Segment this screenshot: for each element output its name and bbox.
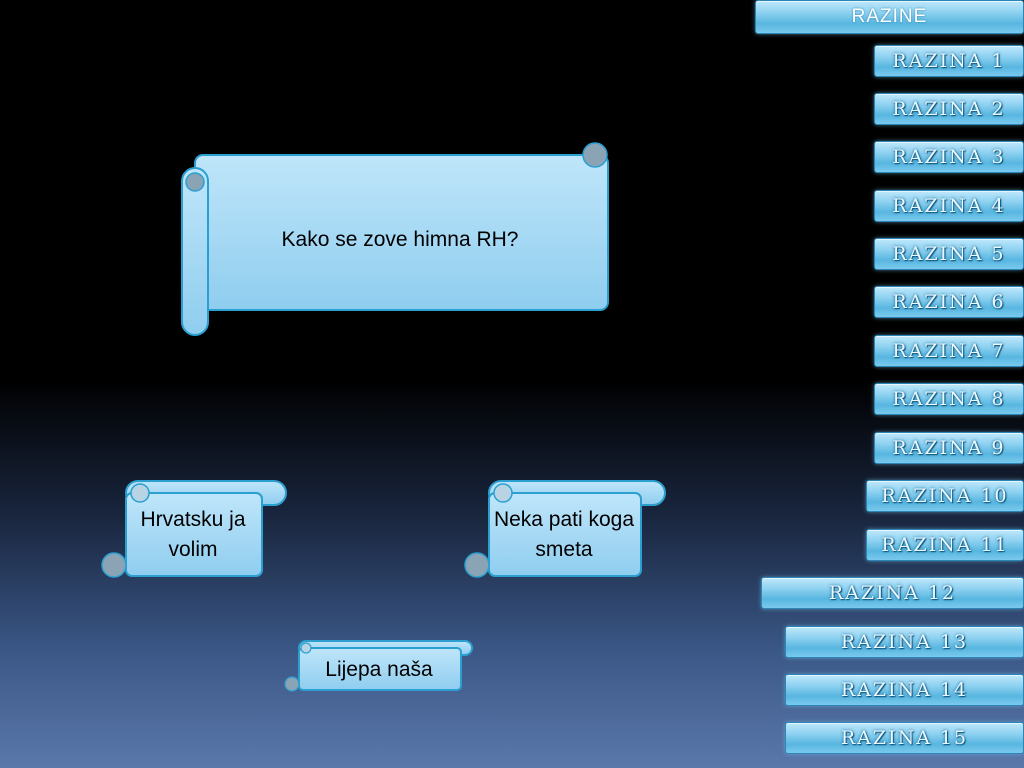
question-text: Kako se zove himna RH? <box>281 228 519 251</box>
level-13-button[interactable]: RAZINA 13 <box>785 626 1024 658</box>
level-6-button[interactable]: RAZINA 6 <box>874 286 1024 318</box>
answer-b-button[interactable]: Neka pati koga smeta <box>493 508 635 561</box>
level-7-button[interactable]: RAZINA 7 <box>874 335 1024 367</box>
levels-header: RAZINE <box>755 0 1024 34</box>
level-10-button[interactable]: RAZINA 10 <box>866 480 1024 512</box>
answer-a-button[interactable]: Hrvatsku ja volim <box>140 508 246 561</box>
answer-c-scroll <box>284 640 473 692</box>
level-3-button[interactable]: RAZINA 3 <box>874 141 1024 173</box>
level-5-button[interactable]: RAZINA 5 <box>874 238 1024 270</box>
level-4-button[interactable]: RAZINA 4 <box>874 190 1024 222</box>
level-1-button[interactable]: RAZINA 1 <box>874 45 1024 77</box>
level-15-button[interactable]: RAZINA 15 <box>785 722 1024 754</box>
level-8-button[interactable]: RAZINA 8 <box>874 383 1024 415</box>
level-9-button[interactable]: RAZINA 9 <box>874 432 1024 464</box>
question-scroll <box>181 142 609 336</box>
level-11-button[interactable]: RAZINA 11 <box>866 529 1024 561</box>
level-14-button[interactable]: RAZINA 14 <box>785 674 1024 706</box>
level-2-button[interactable]: RAZINA 2 <box>874 93 1024 125</box>
level-12-button[interactable]: RAZINA 12 <box>761 577 1024 609</box>
answer-a-scroll <box>101 480 287 578</box>
answer-b-scroll <box>464 480 666 578</box>
answer-c-button[interactable]: Lijepa naša <box>325 658 433 681</box>
